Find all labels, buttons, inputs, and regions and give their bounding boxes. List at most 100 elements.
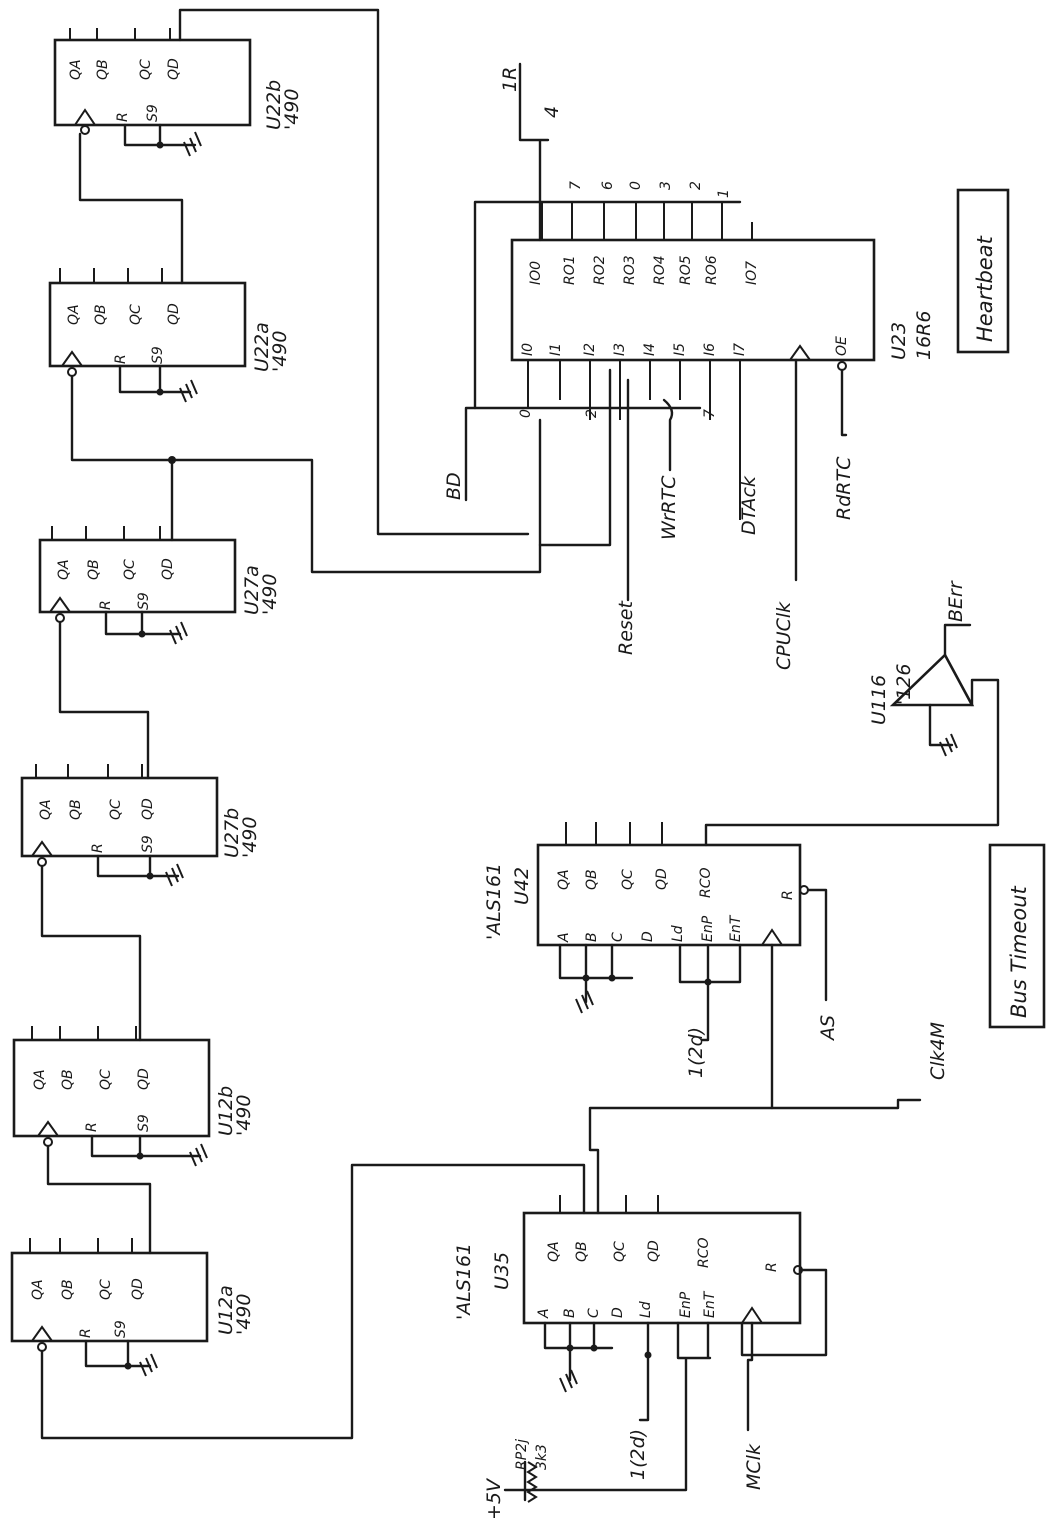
u23-part: 16R6 <box>913 311 935 360</box>
u27b-pin-qc: QC <box>108 799 124 820</box>
u35-out-rco: RCO <box>696 1237 712 1268</box>
u23-oe-pin: OE <box>834 336 850 356</box>
u23-bottom-pin-4: I4 <box>642 343 658 356</box>
wire-u116-enable <box>928 703 954 747</box>
u12a-pin-r: R <box>78 1328 94 1338</box>
u23-bottom-pin-7: I7 <box>732 343 748 356</box>
u22a-pin-s9: S9 <box>150 346 166 364</box>
u35-out-qd: QD <box>646 1240 662 1262</box>
u35-in-b: B <box>562 1308 578 1318</box>
label-bd: BD <box>443 472 465 500</box>
label-u42-pullup: 1(2d) <box>685 1027 707 1078</box>
u35-in-ent: EnT <box>702 1290 718 1318</box>
chip-u22a-body <box>48 281 247 368</box>
u23-clock-triangle <box>788 344 812 361</box>
u12b-pin-qa: QA <box>32 1069 48 1090</box>
u35-enable-to-pullup <box>523 1321 712 1492</box>
u27b-ground-symbol <box>165 863 184 887</box>
chip-u22a: QA QB QC QD R S9 U22a '490 <box>48 281 291 377</box>
u42-part: 'ALS161 <box>483 863 505 940</box>
u22a-junction <box>156 388 164 396</box>
u23-top-pin-3: RO3 <box>622 255 638 285</box>
u22a-pin-qc: QC <box>128 304 144 325</box>
u42-control-pullups <box>678 943 742 984</box>
wire-u27b-qd-to-u27a-clk <box>58 620 150 780</box>
u23-top-number-0: 7 <box>568 181 584 190</box>
u27b-name: U27b <box>221 808 243 858</box>
u23-top-pin-2: RO2 <box>592 255 608 285</box>
u35-name: U35 <box>491 1252 513 1290</box>
u116-ground-symbol <box>939 733 958 757</box>
wire-clk4m <box>770 943 922 1110</box>
u12b-pin-qd: QD <box>136 1068 152 1090</box>
u27a-part: '490 <box>259 574 281 616</box>
u22b-part: '490 <box>281 89 303 131</box>
u42-out-qb: QB <box>584 869 600 890</box>
u12b-name: U12b <box>215 1086 237 1136</box>
u23-top-pin-6: RO6 <box>704 255 720 285</box>
u23-top-pin-0: IO0 <box>528 261 544 285</box>
resistor-rp2j <box>526 1461 538 1503</box>
u23-bottom-number-0: 0 <box>518 409 534 418</box>
u42-ground-symbol <box>575 990 594 1014</box>
label-rp2j: RP2j <box>514 1439 530 1470</box>
u22a-ground-symbol <box>179 379 198 403</box>
u27b-output-stubs <box>35 764 143 778</box>
u27b-pin-s9: S9 <box>140 835 156 853</box>
chip-output-stubs <box>29 28 171 1253</box>
u42-in-ld: Ld <box>670 925 686 942</box>
u12a-pin-qa: QA <box>30 1279 46 1300</box>
wire-u22b-qd-to-u23 <box>178 8 530 536</box>
u27a-pin-r: R <box>98 600 114 610</box>
chip-u42-body <box>536 843 802 947</box>
wire-u23-feedback <box>538 368 612 547</box>
u23-top-number-4: 2 <box>688 181 704 190</box>
u22b-name: U22b <box>263 80 285 130</box>
heartbeat-title: Heartbeat <box>973 235 997 342</box>
chip-u27a: QA QB QC QD R S9 U27a '490 <box>38 538 281 623</box>
u27b-pin-r: R <box>90 843 106 853</box>
label-as: AS <box>817 1015 839 1042</box>
u22b-pin-r: R <box>115 112 131 122</box>
u42-in-b: B <box>584 932 600 942</box>
u23-top-pin-1: RO1 <box>562 255 578 285</box>
u22a-part: '490 <box>269 331 291 373</box>
u27a-pin-s9: S9 <box>136 592 152 610</box>
u27b-pin-qd: QD <box>140 798 156 820</box>
wire-u35-qb-to-u12a-clk <box>40 1163 586 1440</box>
wire-berr <box>943 623 972 657</box>
label-wrrtc: WrRTC <box>658 475 680 540</box>
wire-clk-tap-to-u23 <box>170 418 542 574</box>
u35-reset: R <box>764 1262 780 1272</box>
u23-wiring <box>464 62 848 602</box>
u42-out-qa: QA <box>556 869 572 890</box>
u22b-pin-qa: QA <box>68 59 84 80</box>
chip-u27b-clock-triangle <box>30 840 54 857</box>
u22b-ground-symbol <box>183 131 202 157</box>
label-reset: Reset <box>615 600 637 655</box>
label-dtack: DTAck <box>738 475 760 535</box>
u23-signal-labels: BD Reset WrRTC DTAck RdRTC CPUClk <box>443 456 855 670</box>
u12a-ground-symbol <box>139 1353 158 1377</box>
heartbeat-box <box>956 188 1010 354</box>
u22a-ground-strap <box>118 364 192 394</box>
chip-u42: QA QB QC QD RCO A B C D Ld EnP EnT R 'AL… <box>483 843 809 947</box>
chip-u27a-body <box>38 538 237 614</box>
wire-mclk <box>746 1321 754 1432</box>
u42-junction-enp <box>704 978 712 986</box>
u12b-junction <box>136 1152 144 1160</box>
u35-in-c: C <box>586 1308 602 1318</box>
u27a-pin-qc: QC <box>122 559 138 580</box>
u35-out-qc: QC <box>612 1241 628 1262</box>
u42-junction-b <box>582 974 590 982</box>
u42-out-qc: QC <box>620 869 636 890</box>
u22a-name: U22a <box>251 322 273 372</box>
u22a-output-stubs <box>59 268 163 283</box>
u35-out-qb: QB <box>574 1241 590 1262</box>
u35-part: 'ALS161 <box>453 1243 475 1320</box>
u42-in-d: D <box>640 931 656 942</box>
label-mclk: MClk <box>743 1443 765 1490</box>
u12a-pin-qd: QD <box>130 1278 146 1300</box>
